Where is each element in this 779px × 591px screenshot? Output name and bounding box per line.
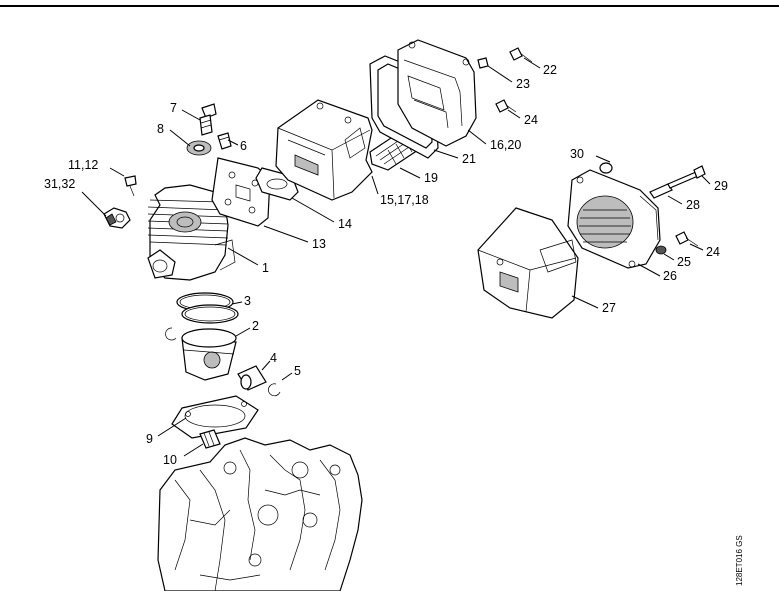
label-22: 22 <box>543 63 557 77</box>
label-21: 21 <box>462 152 476 166</box>
muffler-housing <box>567 169 661 269</box>
circlip-5 <box>268 383 281 397</box>
piston-pin <box>237 365 267 391</box>
callout-labels: 1 2 3 4 5 6 7 8 9 10 11,12 13 14 15,17,1… <box>44 63 728 467</box>
label-15-17-18: 15,17,18 <box>380 193 429 207</box>
label-6: 6 <box>240 139 247 153</box>
crankcase-housing <box>157 437 363 591</box>
label-27: 27 <box>602 301 616 315</box>
label-16-20: 16,20 <box>490 138 521 152</box>
label-11-12: 11,12 <box>68 158 98 172</box>
circlip-left <box>165 327 177 341</box>
label-13: 13 <box>312 237 326 251</box>
fitting-6 <box>217 132 232 150</box>
label-19: 19 <box>424 171 438 185</box>
drawing-code: 128ET016 GS <box>735 535 744 586</box>
gasket-9 <box>171 395 259 439</box>
needle-bearing <box>199 429 221 449</box>
piston <box>181 328 237 381</box>
label-29: 29 <box>714 179 728 193</box>
label-2: 2 <box>252 319 259 333</box>
label-14: 14 <box>338 217 352 231</box>
bolt-29 <box>667 165 706 189</box>
label-24-lower: 24 <box>706 245 720 259</box>
muffler-shell <box>477 207 579 319</box>
spark-plug <box>103 207 131 229</box>
leader-lines <box>81 57 711 457</box>
nut-30 <box>599 162 613 174</box>
label-10: 10 <box>163 453 177 467</box>
label-8: 8 <box>157 122 164 136</box>
label-7: 7 <box>170 101 177 115</box>
washer-25 <box>655 245 667 255</box>
label-4: 4 <box>270 351 277 365</box>
muffler-cover <box>397 39 477 147</box>
screw-24-lower <box>675 231 699 247</box>
decompression-valve <box>199 103 217 136</box>
washer-8 <box>186 140 212 156</box>
label-23: 23 <box>516 77 530 91</box>
label-25: 25 <box>677 255 691 269</box>
label-9: 9 <box>146 432 153 446</box>
screw-22 <box>509 47 533 63</box>
gasket-13 <box>211 157 271 227</box>
label-30: 30 <box>570 147 584 161</box>
screw-24-upper <box>495 99 517 113</box>
label-28: 28 <box>686 198 700 212</box>
label-24-upper: 24 <box>524 113 538 127</box>
muffler-body <box>275 99 373 201</box>
piston-rings <box>176 292 239 324</box>
label-5: 5 <box>294 364 301 378</box>
label-1: 1 <box>262 261 269 275</box>
screw-23 <box>477 57 489 69</box>
label-31-32: 31,32 <box>44 177 75 191</box>
spacer-28 <box>649 183 673 199</box>
label-26: 26 <box>663 269 677 283</box>
label-3: 3 <box>244 294 251 308</box>
screw-11-12 <box>124 175 137 197</box>
